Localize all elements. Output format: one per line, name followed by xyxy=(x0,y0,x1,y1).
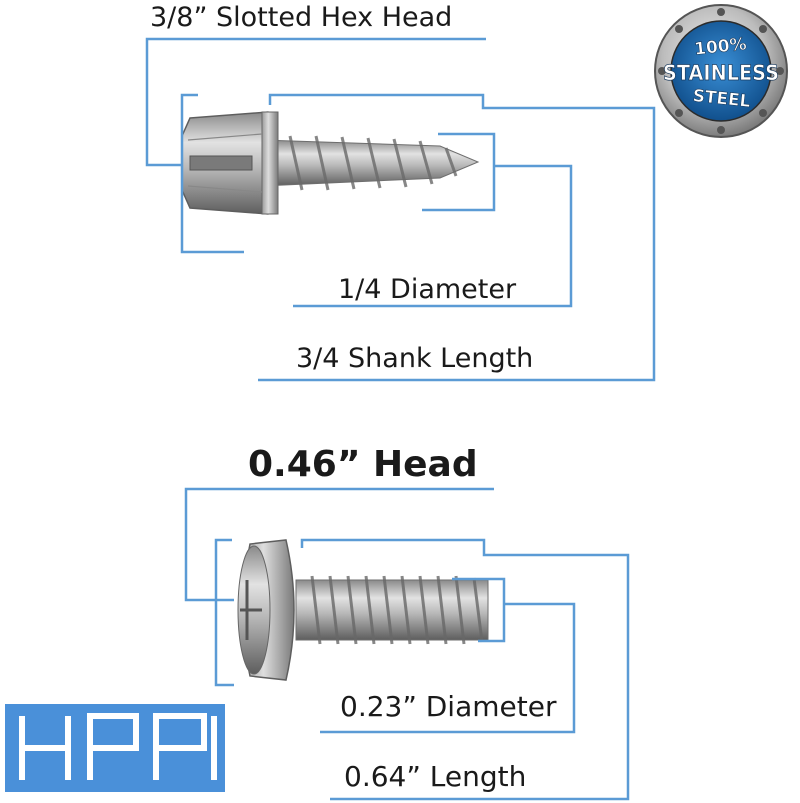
top-head-dimension-line xyxy=(145,37,486,167)
top-length-dimension-line xyxy=(258,93,656,382)
top-head-label: 3/8” Slotted Hex Head xyxy=(150,2,453,33)
bottom-length-dimension-line xyxy=(300,538,630,801)
top-length-label: 3/4 Shank Length xyxy=(296,343,534,374)
badge-rivets xyxy=(658,8,784,134)
hex-screw-image xyxy=(181,111,480,215)
bottom-head-dimension-line xyxy=(184,487,494,602)
bottom-head-label: 0.46” Head xyxy=(248,444,478,485)
top-diameter-label: 1/4 Diameter xyxy=(338,274,517,305)
top-head-bracket xyxy=(180,93,244,254)
badge-top-text: 100% xyxy=(693,34,747,59)
bottom-diameter-label: 0.23” Diameter xyxy=(340,690,557,723)
badge-middle-text: STAINLESS xyxy=(663,61,779,85)
stainless-steel-badge: 100% STAINLESS STEEL xyxy=(654,4,788,138)
bottom-length-label: 0.64” Length xyxy=(344,760,527,793)
pan-screw-image xyxy=(237,539,489,681)
bottom-diameter-dimension-line xyxy=(320,577,576,734)
top-diameter-dimension-line xyxy=(293,132,573,308)
hpp-logo xyxy=(5,704,225,792)
badge-bottom-text: STEEL xyxy=(692,86,752,112)
bottom-head-bracket xyxy=(214,538,234,687)
